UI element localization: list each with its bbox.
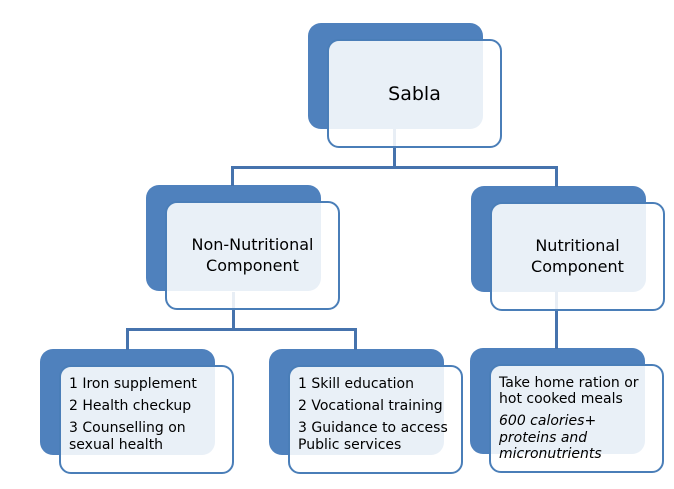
node-nutrition-detail: Take home ration or hot cooked meals 600… (470, 348, 666, 475)
node-skill-services: 1 Skill education 2 Vocational training … (269, 349, 465, 476)
node-sabla-label: Sabla (388, 82, 441, 105)
node-health-services-box: 1 Iron supplement 2 Health checkup 3 Cou… (59, 365, 234, 474)
connector-nutritional-drop (555, 291, 558, 349)
node-nutritional: Nutritional Component (471, 186, 667, 313)
node-sabla-box: Sabla (327, 39, 502, 148)
connector-nonnutritional-stub (231, 166, 234, 186)
node-nutritional-box: Nutritional Component (490, 202, 665, 311)
health-item-counselling: 3 Counselling on sexual health (69, 420, 186, 453)
connector-level2-horizontal (231, 166, 558, 169)
node-sabla: Sabla (308, 23, 504, 150)
node-non-nutritional: Non-Nutritional Component (146, 185, 342, 312)
connector-level3-horizontal (126, 328, 357, 331)
skill-item-vocational-training: 2 Vocational training (298, 398, 443, 415)
node-health-services: 1 Iron supplement 2 Health checkup 3 Cou… (40, 349, 236, 476)
node-non-nutritional-label: Non-Nutritional Component (191, 235, 314, 275)
node-non-nutritional-box: Non-Nutritional Component (165, 201, 340, 310)
node-skill-services-box: 1 Skill education 2 Vocational training … (288, 365, 463, 474)
connector-nonnutritional-drop (232, 292, 235, 331)
nutrition-detail-text: Take home ration or hot cooked meals (499, 375, 639, 408)
health-item-health-checkup: 2 Health checkup (69, 398, 192, 415)
connector-skill-stub (354, 328, 357, 350)
node-nutritional-label: Nutritional Component (531, 236, 624, 276)
connector-nutritional-stub (555, 166, 558, 187)
nutrition-detail-note: 600 calories+ proteins and micronutrient… (499, 413, 602, 462)
skill-item-guidance-access: 3 Guidance to access Public services (298, 420, 448, 453)
health-item-iron-supplement: 1 Iron supplement (69, 376, 197, 392)
connector-health-stub (126, 328, 129, 350)
connector-root-drop (393, 129, 396, 167)
skill-item-skill-education: 1 Skill education (298, 376, 414, 392)
node-nutrition-detail-box: Take home ration or hot cooked meals 600… (489, 364, 664, 473)
